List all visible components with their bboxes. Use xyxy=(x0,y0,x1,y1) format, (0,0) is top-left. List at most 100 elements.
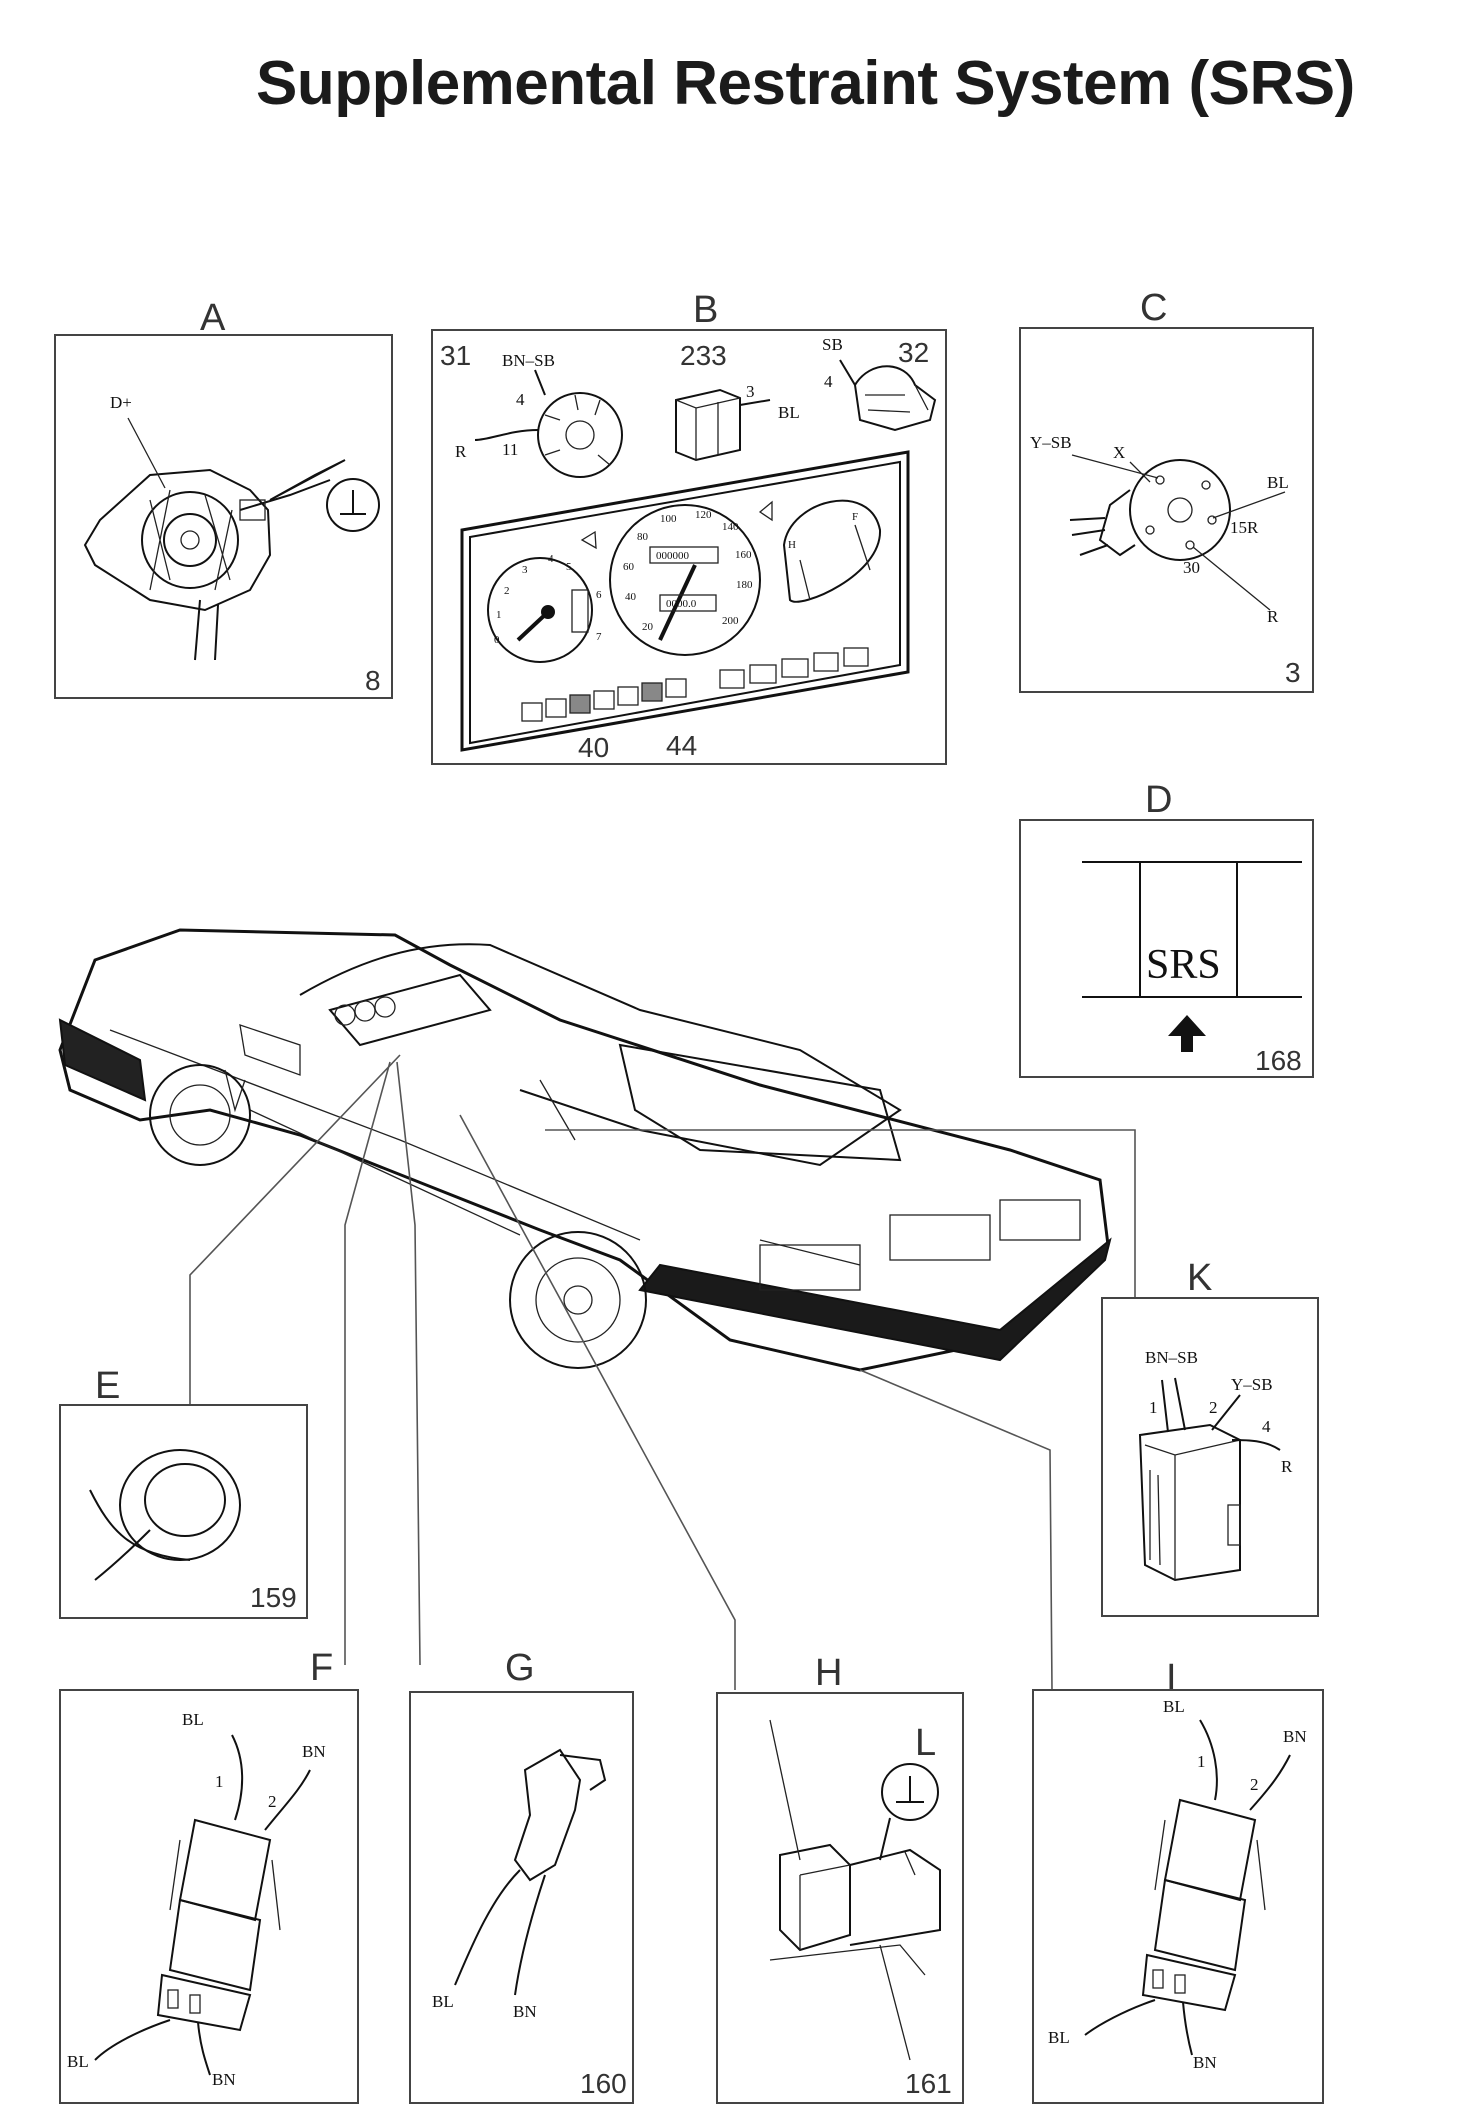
speed-tick-120: 120 xyxy=(695,509,712,521)
speed-tick-60: 60 xyxy=(623,561,635,573)
fuel-gauge-f: F xyxy=(852,511,858,523)
panel-f-wire-bl-top: BL xyxy=(182,1710,204,1729)
instrument-cluster-icon: 0 1 2 3 4 5 6 7 20 40 60 80 100 120 140 … xyxy=(460,450,910,752)
arrow-up-icon xyxy=(1168,1015,1206,1052)
panel-a-frame xyxy=(54,334,393,699)
speed-tick-100: 100 xyxy=(660,513,677,525)
panel-h-letter: H xyxy=(815,1652,842,1694)
speed-tick-180: 180 xyxy=(736,579,753,591)
warning-lamp-row xyxy=(521,647,869,722)
connector-i-icon xyxy=(1084,1719,1291,2056)
panel-k-pin-1: 1 xyxy=(1149,1398,1158,1417)
panel-f-pin-1: 1 xyxy=(215,1772,224,1791)
connector-g-icon xyxy=(454,1748,607,1996)
panel-h-frame xyxy=(716,1692,964,2104)
panel-i-pin-2: 2 xyxy=(1250,1775,1259,1794)
panel-k-frame xyxy=(1101,1297,1319,1617)
connector-k-icon xyxy=(1138,1377,1281,1582)
connector-f-icon xyxy=(94,1734,311,2076)
lamp-44-label: 44 xyxy=(666,730,697,761)
panel-b: B 31 233 32 BN–SB 4 R 11 3 BL SB 4 xyxy=(431,289,947,765)
panel-f: F BL BN 1 2 BL BN xyxy=(59,1647,359,2104)
panel-d-number: 168 xyxy=(1255,1045,1302,1076)
panel-c-wire-x: X xyxy=(1113,443,1125,462)
panel-a-letter: A xyxy=(200,297,226,339)
panel-i-frame xyxy=(1032,1689,1324,2104)
lamp-40-label: 40 xyxy=(578,732,609,763)
tach-tick-2: 2 xyxy=(504,585,510,597)
connector-31-label: 31 xyxy=(440,340,471,371)
panel-i-wire-bl-top: BL xyxy=(1163,1697,1185,1716)
panel-g-frame xyxy=(409,1691,634,2104)
wire-r: R xyxy=(455,442,467,461)
tach-tick-1: 1 xyxy=(496,609,502,621)
alternator-icon xyxy=(83,417,346,661)
panel-g-wire-bl: BL xyxy=(432,1992,454,2011)
panel-k-wire-r: R xyxy=(1281,1457,1293,1476)
panel-c-wire-30: 30 xyxy=(1183,558,1200,577)
srs-label: SRS xyxy=(1146,942,1221,988)
speed-tick-200: 200 xyxy=(722,615,739,627)
panel-f-wire-bn-top: BN xyxy=(302,1742,326,1761)
panel-i-wire-bn-bottom: BN xyxy=(1193,2053,1217,2072)
panel-a: A 8 D+ xyxy=(54,297,393,699)
panel-f-letter: F xyxy=(310,1647,333,1689)
panel-b-letter: B xyxy=(693,289,718,331)
wire-pin-4-right: 4 xyxy=(824,372,833,391)
tach-tick-4: 4 xyxy=(548,553,554,565)
clock-spring-icon xyxy=(89,1449,241,1581)
temp-gauge-h: H xyxy=(788,539,796,551)
panel-d: D SRS 168 xyxy=(1019,779,1314,1078)
connector-32-icon xyxy=(839,359,937,432)
panel-k-pin-2: 2 xyxy=(1209,1398,1218,1417)
tach-tick-3: 3 xyxy=(522,564,528,576)
panel-c-letter: C xyxy=(1140,287,1167,329)
tach-tick-7: 7 xyxy=(596,631,602,643)
speed-tick-40: 40 xyxy=(625,591,637,603)
panel-h-number: 161 xyxy=(905,2068,952,2099)
tach-tick-0: 0 xyxy=(494,634,500,646)
panel-a-number: 8 xyxy=(365,665,381,696)
panel-d-letter: D xyxy=(1145,779,1172,821)
control-module-icon xyxy=(769,1719,941,2061)
wire-pin-11: 11 xyxy=(502,440,518,459)
panel-c-wire-y-sb: Y–SB xyxy=(1030,433,1072,452)
wire-bl: BL xyxy=(778,403,800,422)
panel-k-pin-4: 4 xyxy=(1262,1417,1271,1436)
panel-k-wire-y-sb: Y–SB xyxy=(1231,1375,1273,1394)
speed-tick-20: 20 xyxy=(642,621,654,633)
panel-g-number: 160 xyxy=(580,2068,627,2099)
panel-i: I BL BN 1 2 BL BN xyxy=(1032,1657,1324,2104)
panel-c-number: 3 xyxy=(1285,657,1301,688)
panel-h-sub-letter: L xyxy=(915,1722,936,1764)
ground-icon xyxy=(879,1763,939,1861)
panel-i-letter: I xyxy=(1166,1657,1177,1699)
panel-c-wire-r: R xyxy=(1267,607,1279,626)
odometer-readout: 000000 xyxy=(656,550,690,562)
tach-tick-6: 6 xyxy=(596,589,602,601)
panel-g-wire-bn: BN xyxy=(513,2002,537,2021)
speed-tick-160: 160 xyxy=(735,549,752,561)
connector-233-icon xyxy=(675,388,771,462)
panel-i-wire-bl-bottom: BL xyxy=(1048,2028,1070,2047)
car-illustration xyxy=(58,928,1112,1372)
panel-f-pin-2: 2 xyxy=(268,1792,277,1811)
wire-sb: SB xyxy=(822,335,843,354)
panel-c-frame xyxy=(1019,327,1314,693)
panel-i-pin-1: 1 xyxy=(1197,1752,1206,1771)
panel-e: E 159 xyxy=(59,1365,308,1619)
tach-tick-5: 5 xyxy=(566,561,572,573)
panel-c-wire-bl: BL xyxy=(1267,473,1289,492)
page-title: Supplemental Restraint System (SRS) xyxy=(256,49,1355,118)
panel-e-letter: E xyxy=(95,1365,120,1407)
panel-f-frame xyxy=(59,1689,359,2104)
panel-c: C 3 Y–SB X BL 15R 30 R xyxy=(1019,287,1314,693)
panel-e-number: 159 xyxy=(250,1582,297,1613)
round-connector-31-icon xyxy=(474,369,623,478)
panel-a-label-dplus: D+ xyxy=(110,393,132,412)
wire-pin-3: 3 xyxy=(746,382,755,401)
panel-k-letter: K xyxy=(1187,1257,1212,1299)
panel-f-wire-bn-bottom: BN xyxy=(212,2070,236,2089)
ground-icon xyxy=(326,478,380,532)
